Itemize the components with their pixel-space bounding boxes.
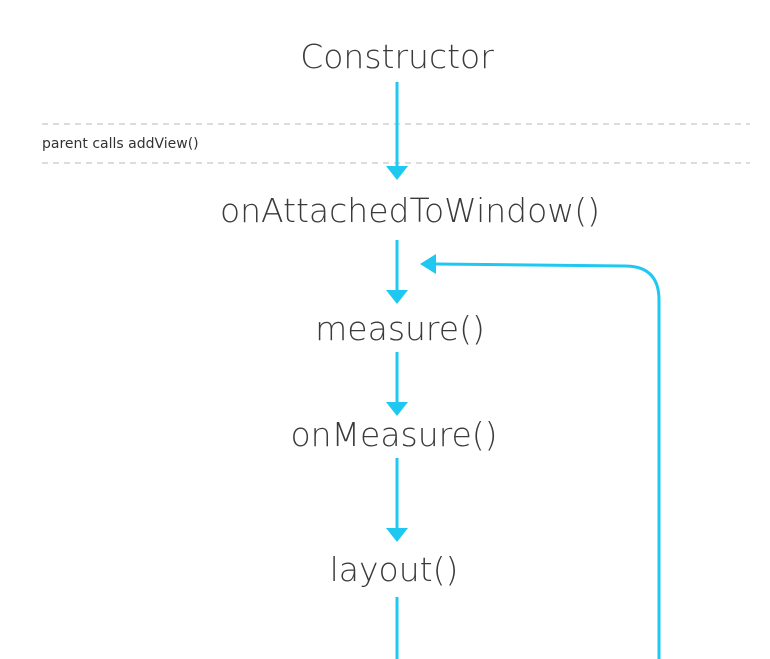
- measure-label: measure(): [315, 309, 485, 348]
- arrow-to-layout: [386, 528, 408, 542]
- loop-back-arrowhead: [420, 254, 436, 274]
- loop-back-line: [435, 262, 661, 659]
- parent-calls-addview-note: parent calls addView(): [42, 136, 199, 152]
- on-measure-label: onMeasure(): [290, 415, 497, 454]
- on-attached-to-window-label: onAttachedToWindow(): [220, 191, 600, 230]
- arrow-to-onmeasure: [386, 402, 408, 416]
- arrow-to-measure: [386, 290, 408, 304]
- arrow-to-onattached: [386, 166, 408, 180]
- layout-label: layout(): [330, 550, 459, 589]
- constructor-label: Constructor: [300, 37, 494, 76]
